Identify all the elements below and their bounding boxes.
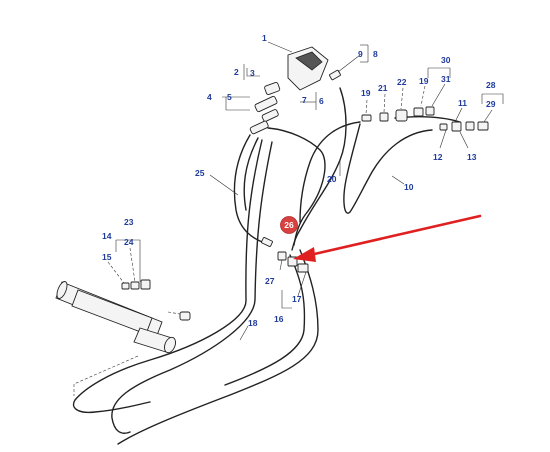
label-11: 11 <box>458 98 467 108</box>
label-1: 1 <box>262 33 267 43</box>
label-30: 30 <box>441 55 451 65</box>
label-8: 8 <box>373 49 378 59</box>
label-22: 22 <box>397 77 407 87</box>
label-24: 24 <box>124 237 134 247</box>
callout-labels: 1 2 3 4 5 6 7 8 9 10 11 12 13 14 15 16 1… <box>102 33 496 328</box>
label-28: 28 <box>486 80 496 90</box>
label-15: 15 <box>102 252 112 262</box>
valve-block <box>249 46 341 135</box>
label-17: 17 <box>292 294 302 304</box>
leader-lines <box>73 41 504 396</box>
hose-lines <box>72 87 461 445</box>
label-27: 27 <box>265 276 275 286</box>
label-31: 31 <box>441 74 451 84</box>
right-fittings <box>361 106 489 132</box>
label-21: 21 <box>378 83 388 93</box>
label-3: 3 <box>250 68 255 78</box>
label-4: 4 <box>207 92 212 102</box>
label-6: 6 <box>319 96 324 106</box>
label-10: 10 <box>404 182 414 192</box>
label-26: 26 <box>284 220 294 230</box>
center-fittings <box>121 237 309 290</box>
label-13: 13 <box>467 152 477 162</box>
label-18: 18 <box>248 318 258 328</box>
label-19-right: 19 <box>419 76 429 86</box>
label-16: 16 <box>274 314 284 324</box>
label-29: 29 <box>486 99 496 109</box>
label-20: 20 <box>327 174 337 184</box>
hydraulic-cylinder <box>55 281 191 354</box>
label-12: 12 <box>433 152 443 162</box>
label-2: 2 <box>234 67 239 77</box>
label-9: 9 <box>358 49 363 59</box>
label-7: 7 <box>302 95 307 105</box>
red-pointer-arrow <box>293 214 482 262</box>
label-25: 25 <box>195 168 205 178</box>
label-14: 14 <box>102 231 112 241</box>
label-19-left: 19 <box>361 88 371 98</box>
label-23: 23 <box>124 217 134 227</box>
label-5: 5 <box>227 92 232 102</box>
highlight-badge-26: 26 <box>280 216 298 234</box>
